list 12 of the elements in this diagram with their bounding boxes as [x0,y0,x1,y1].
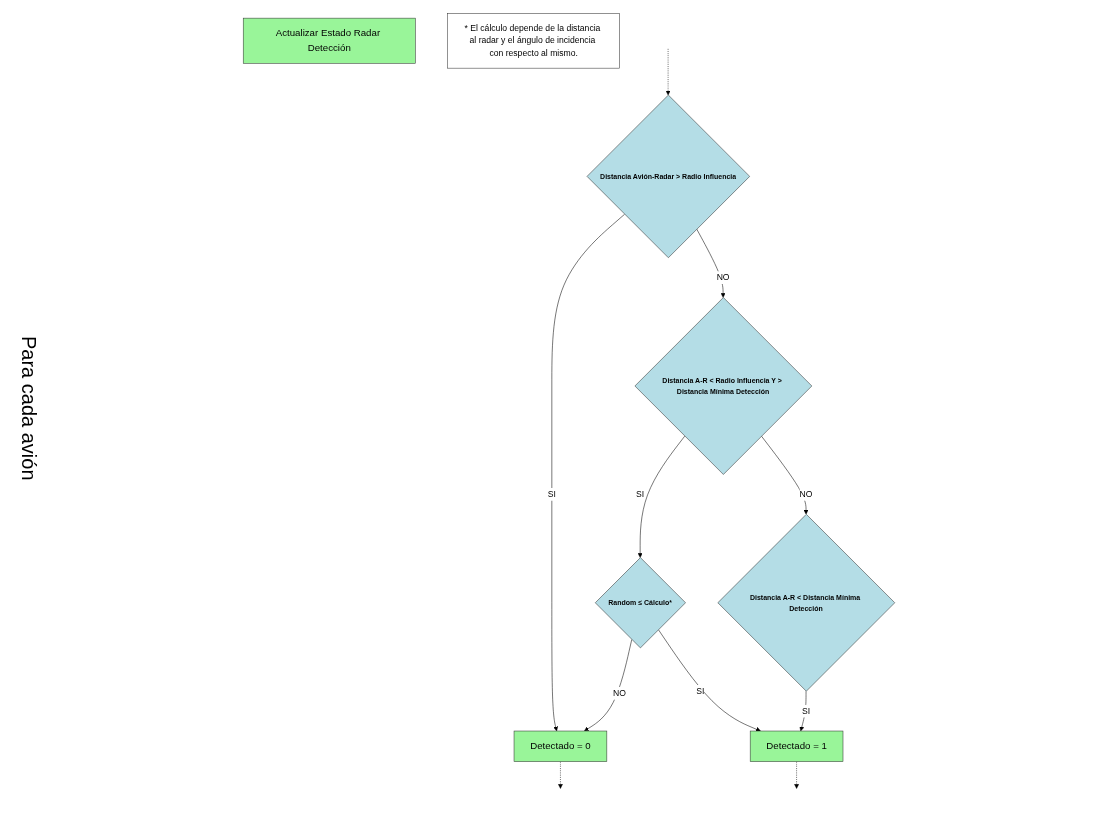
edge-label: SI [547,489,556,499]
edge-label: NO [613,687,626,698]
group-label: Para cada avión [16,336,40,481]
edge-label: SI [636,489,645,499]
node-box: Detectado = 0 [513,730,608,762]
node-box: * El cálculo depende de la distancia al radar y el ángulo de incidencia con respecto al mismo. [447,12,620,68]
edge-label: SI [696,686,705,696]
edge-label: NO [799,489,813,499]
edge-label: NO [716,272,730,282]
node-box: Detectado = 1 [749,730,844,762]
edge-label: SI [801,705,811,715]
node-box: Actualizar Estado Radar Detección [242,17,416,64]
